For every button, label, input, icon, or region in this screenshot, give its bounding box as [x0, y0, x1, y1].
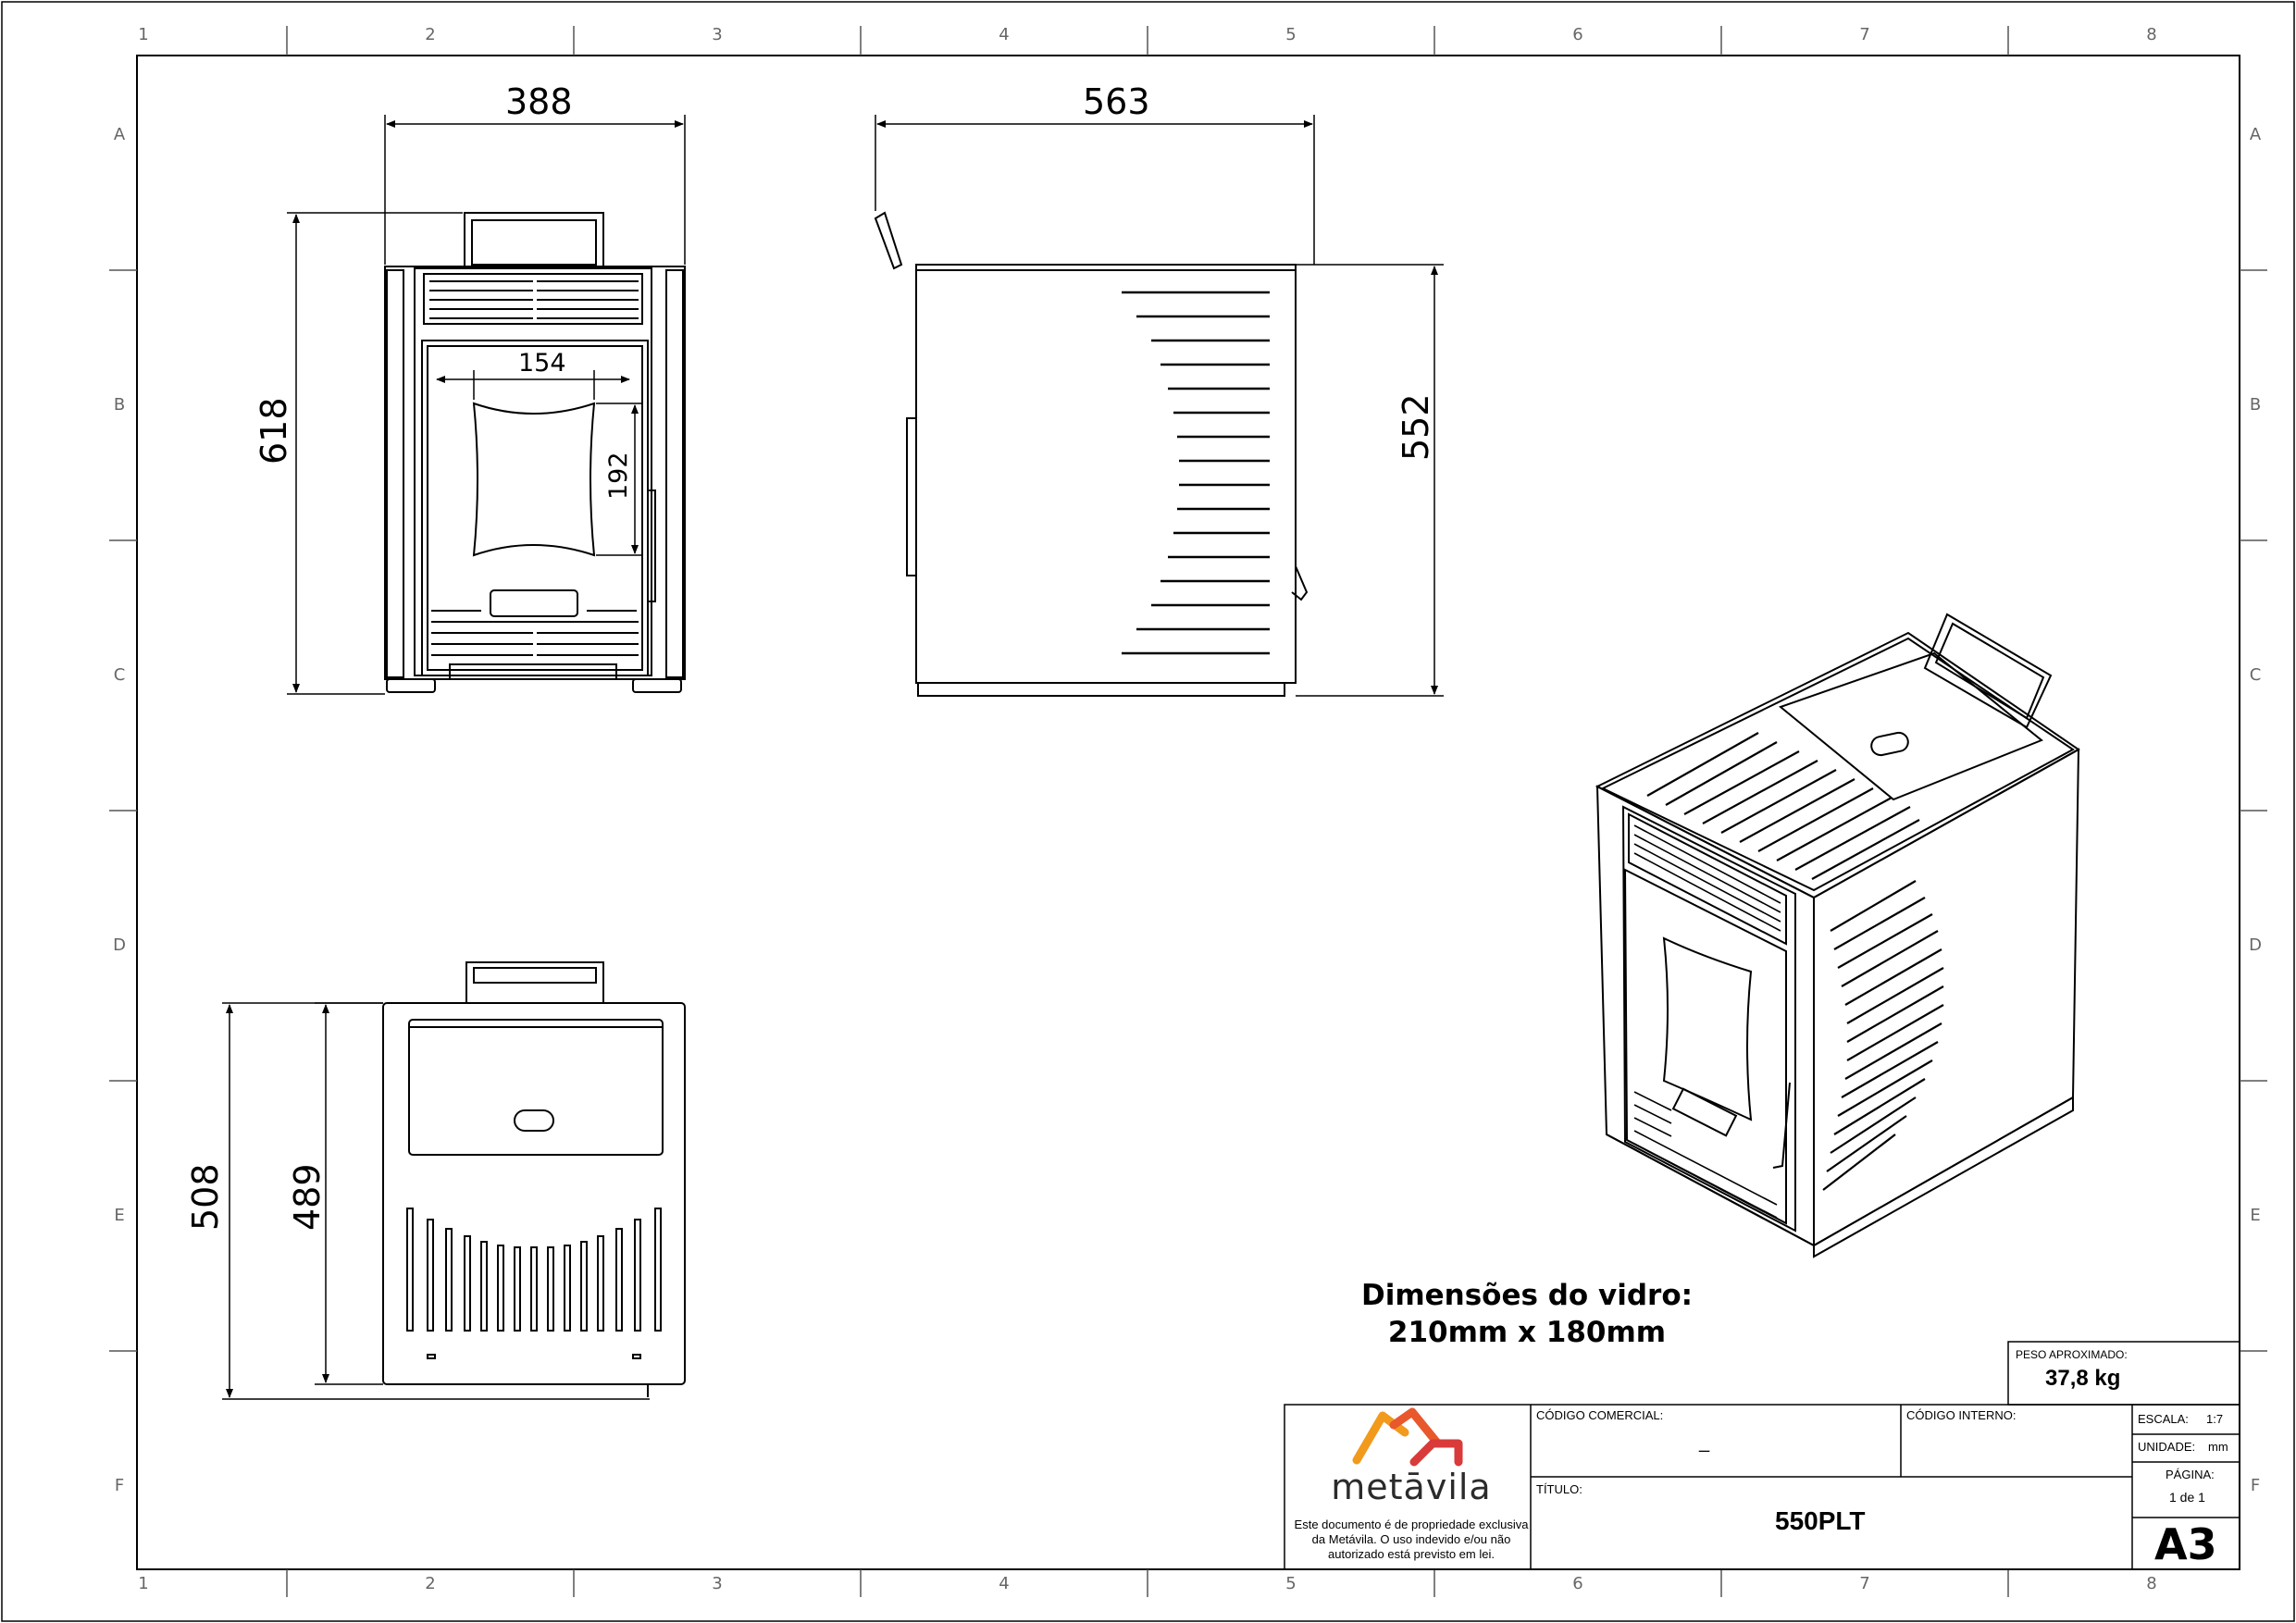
top-view-dimensions [222, 1002, 650, 1400]
weight-value: 37,8 kg [2045, 1366, 2121, 1391]
front-view [384, 212, 686, 693]
weight-label: PESO APROXIMADO: [2016, 1348, 2128, 1361]
grid-col-label: 3 [712, 1574, 723, 1593]
page-label: PÁGINA: [2166, 1468, 2215, 1481]
page-value: 1 de 1 [2169, 1490, 2205, 1505]
glass-note-line1: Dimensões do vidro: [1360, 1279, 1694, 1312]
grid-col-label: 4 [999, 25, 1010, 44]
grid-row-label: B [2249, 395, 2262, 415]
glass-width-dimension: 154 [518, 349, 566, 378]
grid-col-label: 7 [1859, 25, 1870, 44]
grid-row-label: E [2250, 1206, 2261, 1225]
grid-col-label: 6 [1572, 1574, 1583, 1593]
grid-row-label: D [2249, 935, 2262, 955]
company-name: metāvila [1331, 1467, 1492, 1507]
grid-col-label: 5 [1285, 1574, 1297, 1593]
grid-col-label: 4 [999, 1574, 1010, 1593]
grid-row-label: F [2250, 1476, 2261, 1495]
glass-height-dimension: 192 [604, 452, 633, 500]
grid-row-label: C [2249, 665, 2262, 685]
grid-row-label: B [113, 395, 126, 415]
grid-row-label: A [2249, 125, 2262, 144]
title-label: TÍTULO: [1536, 1482, 1582, 1496]
sheet-size: A3 [2154, 1519, 2217, 1569]
disclaimer-text: Este documento é de propriedade exclusiv… [1294, 1518, 1529, 1561]
unit-label: UNIDADE: [2138, 1440, 2196, 1454]
isometric-view [1595, 613, 2080, 1258]
front-height-dimension: 618 [254, 397, 294, 465]
grid-col-label: 7 [1859, 1574, 1870, 1593]
scale-label: ESCALA: [2138, 1412, 2189, 1426]
top-view [382, 961, 686, 1397]
grid-row-label: A [113, 125, 126, 144]
grid-row-label: F [114, 1476, 125, 1495]
front-width-dimension: 388 [505, 81, 573, 122]
glass-dimensions-note: Dimensões do vidro: 210mm x 180mm [1333, 1277, 1721, 1351]
grid-col-label: 8 [2146, 1574, 2157, 1593]
grid-row-label: E [114, 1206, 125, 1225]
internal-code-label: CÓDIGO INTERNO: [1906, 1408, 2017, 1422]
side-height-dimension: 552 [1396, 393, 1436, 461]
side-view [874, 211, 1309, 697]
top-inner-dimension: 489 [287, 1163, 328, 1231]
grid-col-label: 2 [425, 25, 436, 44]
unit-value: mm [2208, 1440, 2228, 1454]
grid-ticks [109, 26, 2267, 1597]
scale-value: 1:7 [2206, 1412, 2224, 1426]
grid-col-label: 6 [1572, 25, 1583, 44]
glass-note-line2: 210mm x 180mm [1387, 1316, 1667, 1349]
grid-row-label: D [113, 935, 126, 955]
metavila-logo-mark [1352, 1407, 1463, 1467]
grid-col-label: 3 [712, 25, 723, 44]
grid-col-label: 1 [138, 25, 149, 44]
top-outer-dimension: 508 [185, 1163, 226, 1231]
title-block [1284, 1341, 2240, 1570]
commercial-code-value: _ [1699, 1432, 1710, 1453]
drawing-title: 550PLT [1775, 1506, 1866, 1535]
side-depth-dimension: 563 [1083, 81, 1150, 122]
grid-col-label: 1 [138, 1574, 149, 1593]
front-view-dimensions [287, 115, 686, 695]
grid-col-label: 8 [2146, 25, 2157, 44]
grid-col-label: 5 [1285, 25, 1297, 44]
grid-col-label: 2 [425, 1574, 436, 1593]
commercial-code-label: CÓDIGO COMERCIAL: [1536, 1408, 1664, 1422]
side-view-dimensions [875, 115, 1444, 697]
grid-row-label: C [113, 665, 126, 685]
